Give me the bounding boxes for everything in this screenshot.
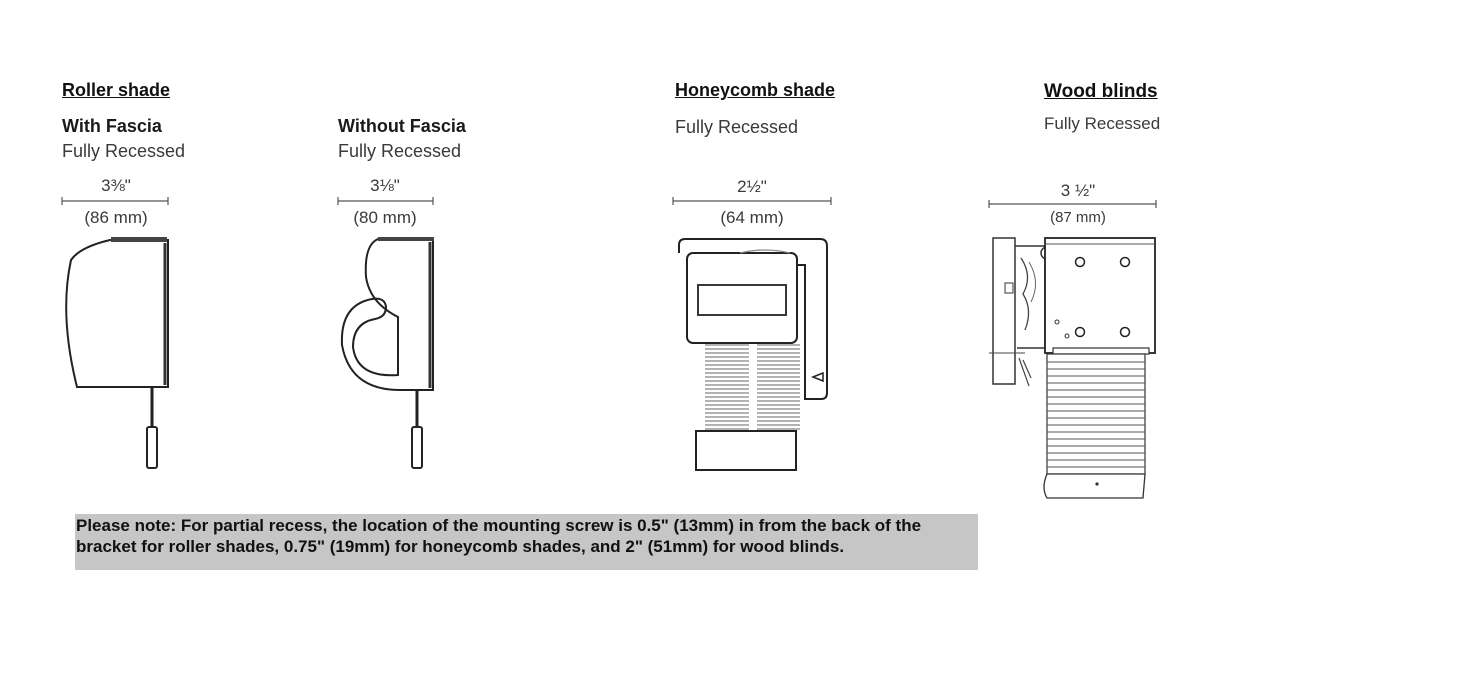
honeycomb-dimension-line — [672, 197, 832, 205]
with-fascia-drawing — [61, 197, 169, 469]
wood-blinds-heading: Wood blinds — [1044, 81, 1158, 102]
with-fascia-dim-mm: (86 mm) — [84, 208, 148, 227]
note-line-2: bracket for roller shades, 0.75" (19mm) … — [76, 537, 845, 556]
without-fascia-dim-inches: 3⅛" — [370, 176, 400, 195]
wood-blinds-mode: Fully Recessed — [1044, 114, 1161, 133]
honeycomb-bottom-rail — [695, 430, 797, 471]
honeycomb-mounting-bracket — [678, 238, 828, 400]
wood-blinds-dim-inches: 3 ½" — [1060, 181, 1096, 200]
honeycomb-dim-mm: (64 mm) — [720, 208, 784, 227]
with-fascia-mode: Fully Recessed — [62, 141, 186, 161]
wood-blinds-dimension-line — [988, 200, 1157, 208]
without-fascia-title: Without Fascia — [338, 116, 466, 136]
honeycomb-dim-inches: 2½" — [737, 177, 767, 196]
honeycomb-shade-heading: Honeycomb shade — [675, 80, 836, 100]
with-fascia-dim-inches: 3⅜" — [101, 176, 131, 195]
with-fascia-title: With Fascia — [62, 116, 162, 136]
honeycomb-mode: Fully Recessed — [675, 117, 799, 137]
wood-blinds-bottom-rail — [1043, 473, 1146, 499]
partial-recess-note: Please note: For partial recess, the loc… — [75, 514, 978, 570]
wood-blinds-bracket — [1015, 245, 1046, 349]
wood-blinds-slat-stack — [1046, 353, 1146, 475]
honeycomb-drawing — [672, 197, 832, 471]
with-fascia-top-cap — [111, 237, 167, 242]
wood-blinds-window-frame — [992, 237, 1016, 385]
without-fascia-bracket — [340, 238, 434, 391]
roller-shade-heading: Roller shade — [62, 80, 171, 100]
without-fascia-pull-handle — [411, 426, 423, 469]
wood-blinds-drawing — [988, 200, 1157, 499]
wood-blinds-dim-mm: (87 mm) — [1050, 209, 1106, 226]
honeycomb-fabric-stack — [705, 344, 800, 430]
without-fascia-mode: Fully Recessed — [338, 141, 462, 161]
without-fascia-drawing — [337, 197, 434, 469]
honeycomb-headrail-label — [697, 284, 787, 316]
note-line-1: Please note: For partial recess, the loc… — [76, 516, 922, 535]
with-fascia-pull-handle — [146, 426, 158, 469]
wood-blinds-headrail — [1044, 237, 1156, 354]
with-fascia-housing — [65, 239, 169, 388]
without-fascia-dimension-line — [337, 197, 434, 205]
without-fascia-dim-mm: (80 mm) — [353, 208, 417, 227]
with-fascia-dimension-line — [61, 197, 169, 205]
